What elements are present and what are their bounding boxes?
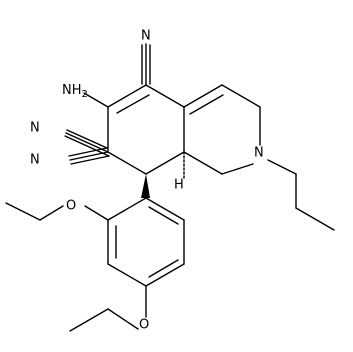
amine-subscript: 2: [82, 89, 88, 100]
bond: [183, 84, 223, 108]
atom-label-layer: N NH2 N N N H O O: [30, 29, 264, 333]
bond: [145, 151, 185, 175]
bond: [107, 197, 147, 221]
bond: [70, 155, 110, 165]
bond-layer: [5, 43, 335, 332]
bond: [84, 205, 109, 221]
bond: [295, 207, 335, 231]
ring-nitrogen: N: [254, 146, 264, 161]
bond: [267, 159, 297, 175]
bond: [183, 151, 223, 175]
bond: [69, 308, 109, 332]
bond: [221, 84, 261, 108]
amine-label: NH2: [62, 83, 88, 101]
stereo-hydrogen: H: [174, 178, 184, 193]
bond: [66, 129, 108, 149]
bond: [148, 206, 179, 225]
nitrile-nitrogen-top: N: [141, 29, 151, 44]
wedge-bond: [141, 174, 150, 198]
bond: [83, 92, 109, 108]
bond: [107, 84, 147, 108]
bond: [107, 151, 147, 175]
bond: [69, 151, 109, 161]
bond: [107, 308, 139, 330]
bond: [145, 84, 185, 108]
amine-nh: NH: [62, 83, 82, 98]
bond: [148, 259, 179, 278]
bond: [68, 147, 108, 157]
ether-oxygen-para: O: [139, 318, 149, 333]
bond: [39, 205, 64, 221]
ether-oxygen-ortho: O: [66, 199, 76, 214]
bond: [189, 94, 224, 115]
nitrile-nitrogen-gem-lower: N: [30, 153, 40, 168]
bond: [5, 202, 41, 221]
bond: [107, 263, 147, 287]
bond: [145, 263, 185, 287]
bond: [116, 94, 150, 114]
bond: [145, 197, 185, 221]
bond: [221, 163, 254, 175]
nitrile-nitrogen-gem-upper: N: [30, 121, 40, 136]
